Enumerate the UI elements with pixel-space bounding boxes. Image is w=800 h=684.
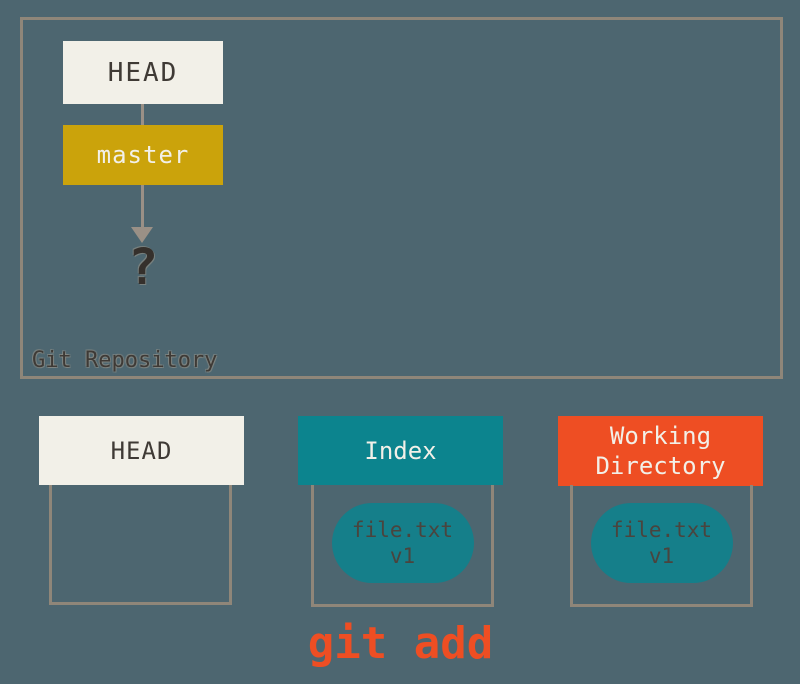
working-directory-file-pill: file.txt v1 bbox=[590, 503, 733, 583]
column-body-working-directory: file.txt v1 bbox=[570, 485, 753, 607]
column-header-head: HEAD bbox=[39, 416, 244, 485]
head-ref-label: HEAD bbox=[107, 57, 179, 88]
arrow-down-icon bbox=[131, 227, 153, 243]
file-version: v1 bbox=[648, 544, 675, 568]
git-repository-box: HEAD master ? Git Repository bbox=[20, 17, 783, 379]
column-working-directory-title: Working Directory bbox=[595, 422, 726, 480]
column-body-head bbox=[49, 485, 232, 605]
git-repository-label: Git Repository bbox=[32, 348, 218, 373]
file-name: file.txt bbox=[610, 518, 713, 542]
column-index-title: Index bbox=[364, 436, 437, 465]
column-header-working-directory: Working Directory bbox=[558, 416, 763, 486]
file-version: v1 bbox=[389, 544, 416, 568]
unknown-commit-mark: ? bbox=[127, 238, 159, 296]
master-pointer-arrow-shaft bbox=[141, 185, 144, 227]
master-branch-label: master bbox=[96, 141, 190, 169]
master-branch-box: master bbox=[63, 125, 223, 185]
git-add-command-label: git add bbox=[307, 618, 494, 669]
column-header-index: Index bbox=[298, 416, 503, 485]
column-head-title: HEAD bbox=[110, 436, 173, 465]
column-body-index: file.txt v1 bbox=[311, 485, 494, 607]
head-to-master-connector-line bbox=[141, 104, 144, 125]
index-file-pill: file.txt v1 bbox=[331, 503, 474, 583]
head-ref-box: HEAD bbox=[63, 41, 223, 104]
file-name: file.txt bbox=[351, 518, 454, 542]
